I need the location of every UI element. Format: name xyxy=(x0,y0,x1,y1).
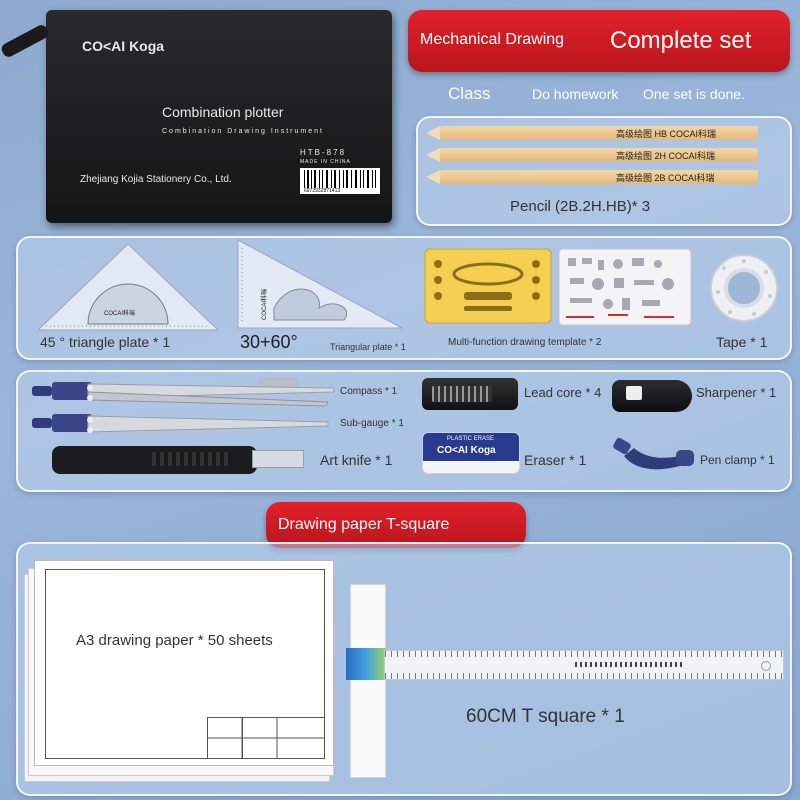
pencil-label: Pencil (2B.2H.HB)* 3 xyxy=(510,198,651,215)
label-subgauge: Sub-gauge * 1 xyxy=(340,418,404,429)
eraser: PLASTIC ERASE CO<AI Koga xyxy=(422,432,520,474)
compass-tool xyxy=(32,378,335,407)
pencil-2b: 高级绘图 2B COCAI科瑞 xyxy=(426,170,758,184)
label-eraser: Eraser * 1 xyxy=(524,452,587,468)
header-banner: Mechanical Drawing Complete set xyxy=(408,10,790,72)
barcode-text: 6972932871413 xyxy=(304,188,341,194)
t-square-head xyxy=(350,584,386,778)
pen-clamp xyxy=(613,437,694,470)
pencil-print: 高级绘图 2B COCAI科瑞 xyxy=(616,173,715,183)
label-triangle3060-small: Triangular plate * 1 xyxy=(330,342,406,352)
label-knife: Art knife * 1 xyxy=(320,452,393,468)
white-drawing-template xyxy=(558,248,692,326)
sub-item-class: Class xyxy=(448,84,491,103)
yellow-drawing-template xyxy=(424,248,552,324)
eraser-print-brand: CO<AI Koga xyxy=(437,445,496,456)
t-square-blade xyxy=(384,650,784,680)
label-paper: A3 drawing paper * 50 sheets xyxy=(76,632,273,649)
label-template: Multi-function drawing template * 2 xyxy=(448,337,602,348)
sub-item-done: One set is done. xyxy=(643,86,745,102)
bag-brand: CO<AI Koga xyxy=(82,38,165,54)
label-clamp: Pen clamp * 1 xyxy=(700,453,775,467)
tape-roll xyxy=(710,254,778,322)
eraser-print-top: PLASTIC ERASE xyxy=(447,436,495,442)
label-triangle3060-big: 30+60° xyxy=(240,332,298,352)
art-knife xyxy=(52,446,304,474)
bag-strap xyxy=(0,23,51,59)
sub-item-homework: Do homework xyxy=(532,86,619,102)
a3-drawing-paper xyxy=(34,560,334,766)
triangle-3060-plate xyxy=(237,239,403,329)
bag-title: Combination plotter xyxy=(162,104,284,120)
section2-banner: Drawing paper T-square xyxy=(266,502,526,548)
pencil-2h: 高级绘图 2H COCAI科瑞 xyxy=(426,148,758,162)
triangle-brand: COCAI科瑞 xyxy=(262,288,269,321)
sub-gauge-tool xyxy=(32,414,329,433)
triangle-45-plate xyxy=(36,243,220,331)
label-lead: Lead core * 4 xyxy=(524,385,602,400)
bag-maker: Zhejiang Kojia Stationery Co., Ltd. xyxy=(80,174,232,185)
t-square-label xyxy=(346,648,386,680)
label-triangle45: 45 ° triangle plate * 1 xyxy=(40,334,171,350)
bag-made-in: MADE IN CHINA xyxy=(300,159,351,165)
section2-banner-text: Drawing paper T-square xyxy=(278,516,450,533)
label-compass: Compass * 1 xyxy=(340,386,398,397)
barcode: 6972932871413 xyxy=(300,168,380,194)
bag-subtitle: Combination Drawing Instrument xyxy=(162,128,324,135)
label-sharpener: Sharpener * 1 xyxy=(696,385,777,400)
protractor-brand: COCAI科瑞 xyxy=(104,311,136,317)
lead-core-box xyxy=(422,378,518,410)
pencil-hb: 高级绘图 HB COCAI科瑞 xyxy=(426,126,758,140)
label-tsquare: 60CM T square * 1 xyxy=(466,706,625,727)
label-tape: Tape * 1 xyxy=(716,334,768,350)
sharpener xyxy=(612,380,692,412)
bag-model: HTB-878 xyxy=(300,148,347,157)
banner-left-text: Mechanical Drawing xyxy=(420,31,565,48)
tool-bag: CO<AI Koga Combination plotter Combinati… xyxy=(46,10,392,223)
pencil-print: 高级绘图 2H COCAI科瑞 xyxy=(616,151,716,161)
banner-right-text: Complete set xyxy=(610,27,752,54)
pencil-print: 高级绘图 HB COCAI科瑞 xyxy=(616,129,717,139)
